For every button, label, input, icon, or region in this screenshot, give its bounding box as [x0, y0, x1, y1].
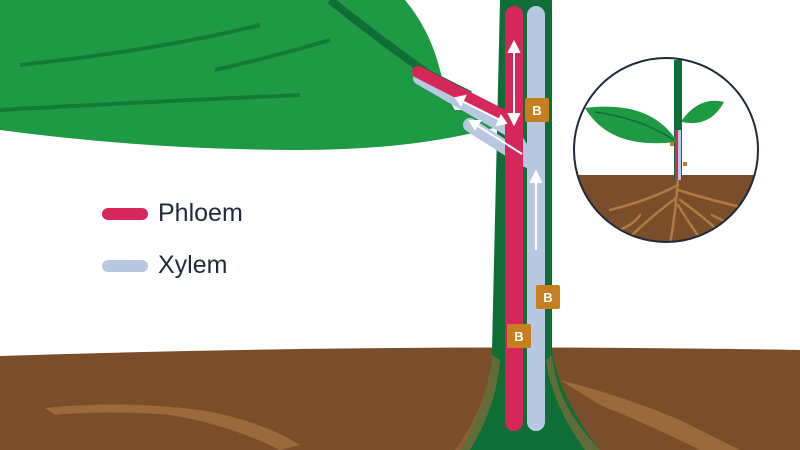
arrow-phloem-down-head: [507, 113, 521, 127]
leaf-vein: [19, 23, 261, 67]
arrow-xylem-up-head: [529, 169, 543, 183]
leaf-blade: [0, 0, 520, 150]
seedling-xylem: [678, 130, 681, 180]
badge-b-lower: B: [507, 324, 531, 348]
arrow-branch-phloem-head-b: [495, 113, 508, 127]
soil-root-lighter: [45, 404, 300, 450]
seedling-badge: [683, 162, 687, 166]
leaf-vein: [0, 93, 301, 112]
legend-item-xylem: Xylem: [102, 253, 227, 278]
leaf: [0, 0, 520, 150]
arrow-branch-xylem-head: [468, 120, 482, 131]
phloem-swatch: [102, 207, 148, 220]
seedling-leaf-right: [682, 100, 724, 124]
arrow-phloem-up-head: [507, 39, 521, 53]
flow-arrows: [454, 39, 543, 250]
seedling-leaf-left-vein: [594, 111, 675, 141]
seedling-leaf-left: [585, 106, 676, 144]
xylem-swatch: [102, 259, 148, 272]
arrow-branch-xylem: [474, 123, 523, 155]
legend-label-phloem: Phloem: [158, 199, 243, 227]
seedling-stem: [674, 60, 682, 180]
leaf-vein: [214, 38, 331, 72]
inset-magnifier: [573, 57, 759, 243]
branch-phloem: [412, 66, 514, 124]
soil-ground: [0, 347, 800, 450]
soil-root-lighter: [560, 380, 740, 450]
stem-base-light: [455, 355, 500, 450]
stem-base-light: [546, 355, 600, 450]
badge-b-upper: B: [525, 98, 549, 122]
arrow-branch-phloem-head-a: [454, 94, 467, 108]
legend-item-phloem: Phloem: [102, 201, 243, 226]
seedling-badge: [670, 142, 674, 146]
seedling-icon: [585, 60, 724, 180]
legend-label-xylem: Xylem: [158, 251, 228, 279]
arrow-branch-phloem: [461, 100, 501, 121]
badge-b-middle: B: [536, 285, 560, 309]
seedling-phloem: [675, 130, 678, 180]
soil: [0, 347, 800, 450]
inset-border: [573, 57, 759, 243]
